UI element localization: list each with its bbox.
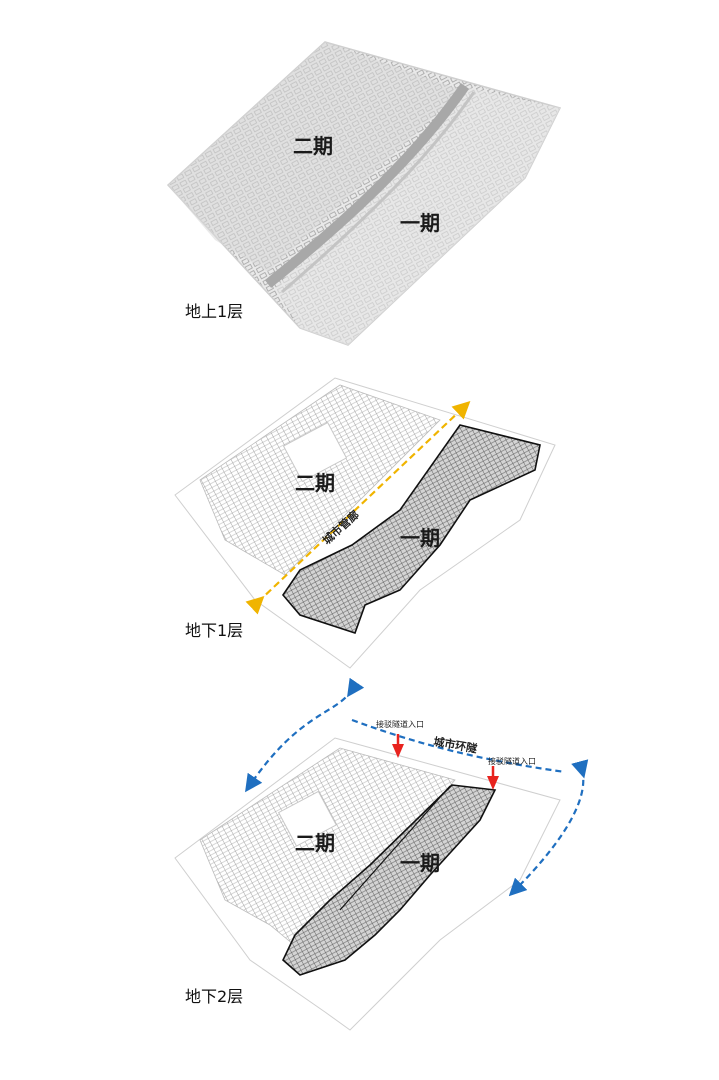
entrance-arrow-1 (392, 744, 404, 758)
phase-two-area-ground (168, 42, 462, 272)
panel-ground-level: 二期 一期 地上1层 (166, 41, 562, 346)
phase-two-label: 二期 (295, 831, 335, 855)
tunnel-label: 城市环隧 (432, 734, 478, 755)
phase-two-label: 二期 (295, 471, 335, 495)
open-yard-b2 (277, 790, 337, 847)
level-label: 地上1层 (185, 302, 243, 321)
panel-basement-2: 接驳隧道入口 接驳隧道入口 城市环隧 二期 一期 地下2层 (174, 677, 589, 1031)
central-road-ground (264, 83, 470, 288)
tunnel-route-left (245, 677, 365, 793)
phase-one-label: 一期 (400, 526, 440, 550)
phase-one-label: 一期 (400, 851, 440, 875)
site-outline-b2 (174, 737, 561, 1031)
tunnel-route-right (508, 759, 589, 897)
panel-basement-1: 城市管廊 二期 一期 地下1层 (174, 377, 556, 669)
phase-one-label: 一期 (400, 211, 440, 235)
entrance-label-2: 接驳隧道入口 (488, 756, 536, 766)
level-label: 地下2层 (185, 987, 243, 1006)
tunnel-route-main (351, 718, 566, 774)
phase-one-area-ground (275, 88, 560, 345)
entrance-label-1: 接驳隧道入口 (376, 719, 424, 729)
entrance-arrow-2 (487, 776, 499, 790)
phase-one-basement-b2 (282, 784, 497, 976)
phase-two-label: 二期 (293, 134, 333, 158)
corridor-arrow-b1 (245, 400, 471, 615)
level-label: 地下1层 (185, 621, 243, 640)
